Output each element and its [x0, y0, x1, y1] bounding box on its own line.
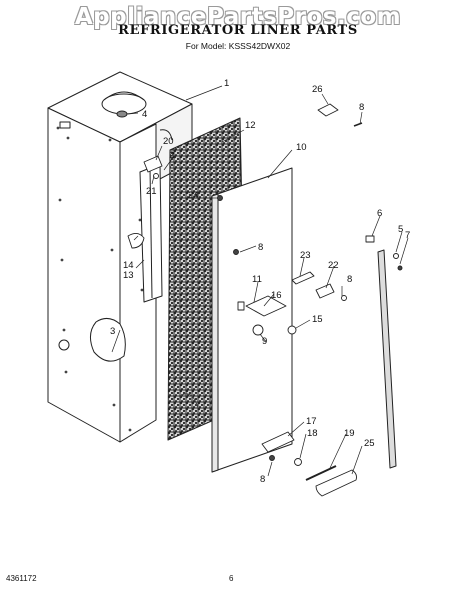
- page-number: 6: [229, 574, 234, 583]
- callout-19: 19: [344, 428, 355, 439]
- callout-8-top: 8: [359, 102, 364, 113]
- callout-6: 6: [377, 208, 382, 219]
- callout-24: 24: [188, 190, 199, 201]
- callout-17: 17: [306, 416, 317, 427]
- callout-7: 7: [405, 230, 410, 241]
- callout-8-middle: 8: [258, 242, 263, 253]
- callout-18: 18: [307, 428, 318, 439]
- callout-10: 10: [296, 142, 307, 153]
- callout-5: 5: [398, 224, 403, 235]
- callout-26: 26: [312, 84, 323, 95]
- callout-8-right: 8: [347, 274, 352, 285]
- callout-14: 14: [123, 260, 134, 271]
- callout-2: 2: [169, 150, 174, 161]
- callout-1: 1: [224, 78, 229, 89]
- callout-16: 16: [271, 290, 282, 301]
- callout-25: 25: [364, 438, 375, 449]
- callout-20: 20: [163, 136, 174, 147]
- callout-22: 22: [328, 260, 339, 271]
- callout-21: 21: [146, 186, 157, 197]
- callout-12: 12: [245, 120, 256, 131]
- callout-13: 13: [123, 270, 134, 281]
- callout-23: 23: [300, 250, 311, 261]
- callout-8-bottom: 8: [260, 474, 265, 485]
- callout-11: 11: [252, 274, 262, 285]
- rail-bracket: [139, 163, 163, 303]
- callout-labels: 1 2 3 4 5 6 7 8 8 8 9 10 11 12 13 14 15 …: [110, 78, 410, 485]
- liner-panel: [211, 167, 293, 473]
- callout-9: 9: [262, 336, 267, 347]
- callout-3: 3: [110, 326, 115, 337]
- leader-lines: [111, 85, 409, 477]
- callout-4: 4: [142, 109, 147, 120]
- trim-strip: [377, 249, 399, 469]
- watermark: AppliancePartsPros.com: [74, 4, 402, 30]
- small-parts: [127, 103, 403, 497]
- diagram-title: REFRIGERATOR LINER PARTS: [118, 23, 358, 38]
- callout-15: 15: [312, 314, 323, 325]
- document-number: 4361172: [6, 574, 37, 583]
- diagram-subtitle: For Model: KSSS42DWX02: [185, 41, 291, 51]
